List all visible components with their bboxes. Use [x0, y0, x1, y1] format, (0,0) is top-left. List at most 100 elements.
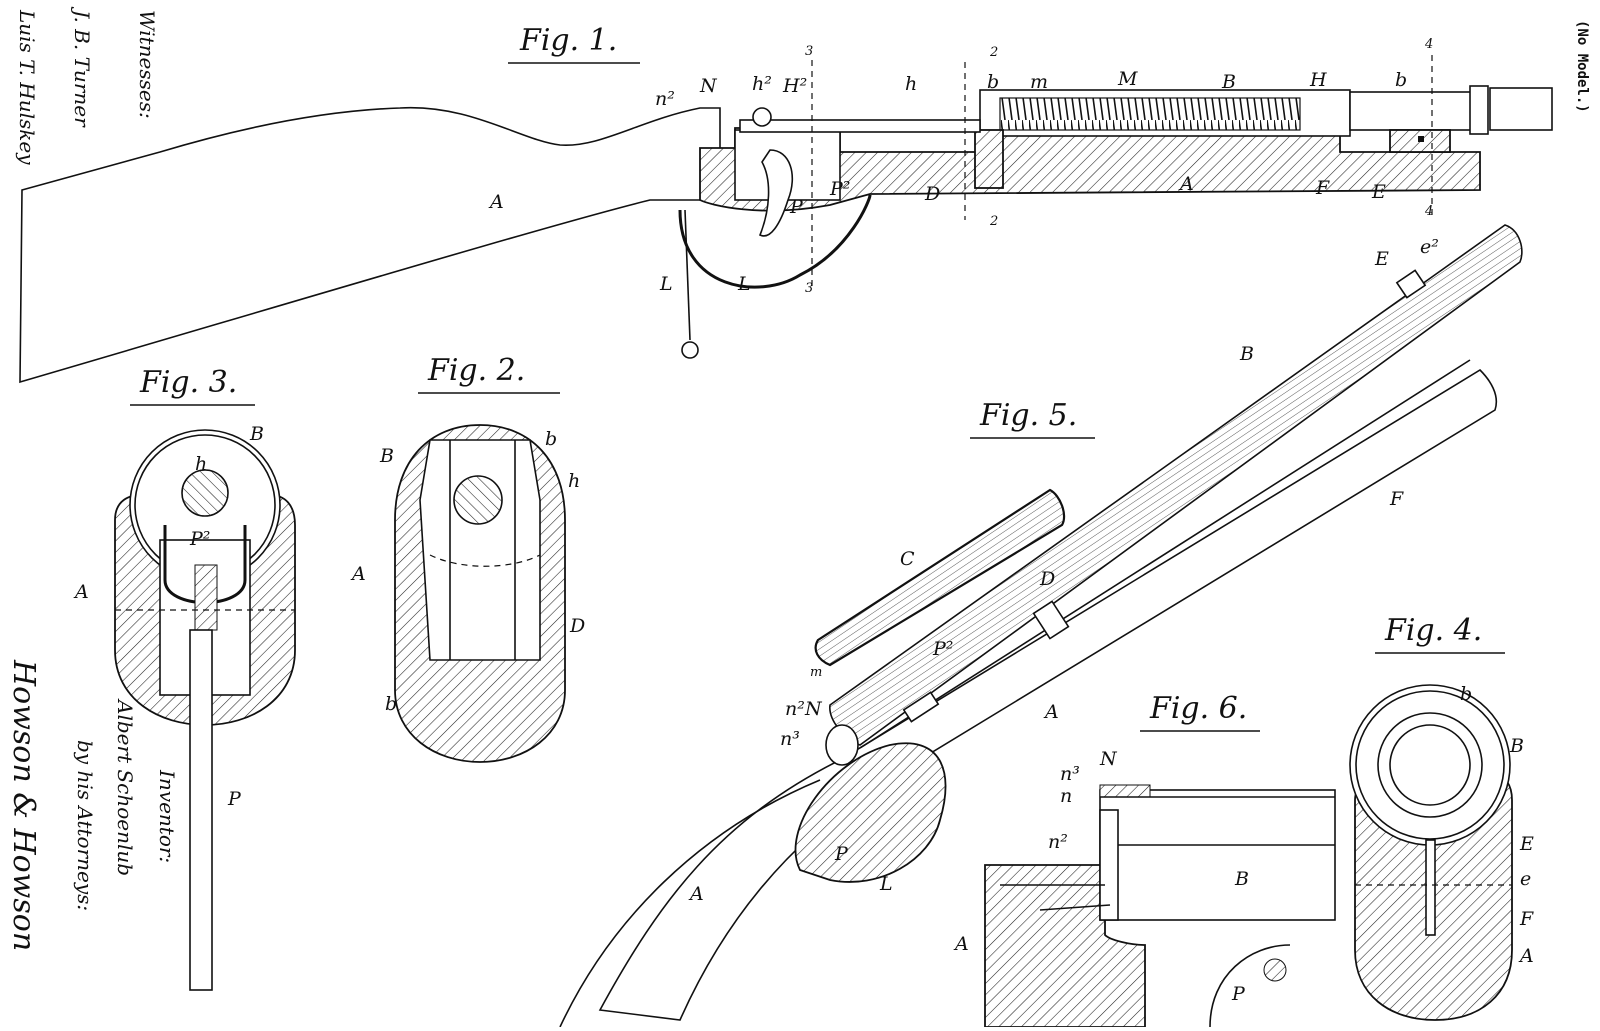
reference-label: m: [1030, 71, 1048, 93]
reference-label: A: [488, 191, 504, 213]
reference-label: F: [1519, 908, 1534, 930]
reference-label: E: [1374, 248, 1389, 270]
reference-label: N: [1099, 748, 1118, 770]
reference-label: B: [249, 423, 264, 445]
reference-label: P: [834, 843, 849, 865]
reference-label: P²: [829, 178, 850, 200]
reference-label: P: [1231, 983, 1246, 1005]
reference-label: L: [659, 273, 673, 295]
reference-label: B: [1234, 868, 1249, 890]
reference-label: P: [227, 788, 242, 810]
figure-2: Fig. 2. B b h A D b: [350, 353, 585, 762]
attorneys-line: by his Attorneys:: [73, 740, 97, 911]
reference-label: 3: [805, 281, 813, 296]
reference-label: B: [1221, 71, 1236, 93]
reference-label: e: [1520, 868, 1531, 890]
reference-label: N: [699, 75, 718, 97]
fig2-rod-h: [454, 476, 502, 524]
lanyard-l: [685, 210, 690, 340]
fig4-title: Fig. 4.: [1384, 613, 1482, 648]
plunger-rod-h: [740, 120, 980, 132]
reference-label: P²: [189, 528, 210, 550]
reference-label: A: [1518, 945, 1534, 967]
reference-label: n²: [1048, 831, 1068, 853]
reference-label: A: [688, 883, 704, 905]
reference-label: 3: [805, 44, 813, 59]
reference-label: F: [1389, 488, 1404, 510]
reference-label: n³: [1060, 763, 1080, 785]
fig3-title: Fig. 3.: [139, 365, 237, 400]
reference-label: L: [879, 873, 893, 895]
fig1-title: Fig. 1.: [519, 23, 617, 58]
witness-signature-1: J. B. Turner: [70, 6, 94, 128]
fig4-barrel-b: [1350, 685, 1510, 845]
reference-label: 2: [989, 214, 998, 229]
fig6-barrel-b: [1100, 790, 1335, 920]
reference-label: 2: [989, 45, 998, 60]
reference-label: A: [1043, 701, 1059, 723]
reference-label: n²: [655, 88, 675, 110]
reference-label: m: [810, 665, 822, 680]
reference-label: b: [545, 428, 557, 450]
figure-3: Fig. 3. B h P² A P: [73, 365, 295, 990]
reference-label: h: [195, 453, 207, 475]
fig3-rod-h: [182, 470, 228, 516]
figure-4: Fig. 4. b B E e F A: [1350, 613, 1534, 1020]
reference-label: h: [905, 73, 917, 95]
reference-label: F: [1315, 177, 1330, 199]
reference-label: B: [379, 445, 394, 467]
figure-6: Fig. 6. N n³ n n² B A P: [953, 691, 1335, 1027]
reference-label: b: [987, 71, 999, 93]
reference-label: D: [924, 183, 940, 205]
inventor-name: Albert Schoenlub: [113, 698, 137, 876]
fig6-title: Fig. 6.: [1149, 691, 1247, 726]
reference-label: b: [1395, 69, 1407, 91]
fig4-slot-f: [1426, 840, 1435, 935]
reference-label: D: [1039, 568, 1055, 590]
reference-label: B: [1509, 735, 1524, 757]
reference-label: H²: [782, 75, 807, 97]
reference-label: h: [568, 470, 580, 492]
corner-note: (No Model.): [1574, 20, 1590, 113]
gun-stock: [20, 108, 720, 382]
reference-label: n²: [785, 698, 805, 720]
inventor-heading: Inventor:: [155, 769, 179, 863]
reference-label: P²: [932, 638, 953, 660]
reference-label: A: [1178, 173, 1194, 195]
reference-label: A: [953, 933, 969, 955]
reference-label: H: [1309, 69, 1327, 91]
breech-block-d: [975, 130, 1003, 188]
fig2-title: Fig. 2.: [427, 353, 525, 388]
reference-label: L: [737, 273, 751, 295]
reference-label: C: [900, 548, 915, 570]
reference-label: E: [1371, 181, 1386, 203]
fig5-title: Fig. 5.: [979, 398, 1077, 433]
fig5-barrel-b: [830, 225, 1522, 745]
reference-label: b: [1460, 683, 1472, 705]
reference-label: B: [1239, 343, 1254, 365]
reference-label: A: [350, 563, 366, 585]
reference-label: A: [73, 581, 89, 603]
attorney-signature: Howson & Howson: [6, 659, 41, 951]
fig5-nozzle-n: [826, 725, 858, 765]
reference-label: P: [789, 196, 804, 218]
spring-m: [1000, 98, 1300, 130]
reference-label: E: [1519, 833, 1534, 855]
nozzle-n: [753, 108, 771, 126]
reference-label: D: [569, 615, 585, 637]
reference-label: h²: [752, 73, 772, 95]
fig3-rod-p: [190, 630, 212, 990]
reference-label: 4: [1424, 204, 1433, 219]
reference-label: n: [1060, 785, 1072, 807]
witness-signature-2: Luis T. Hulskey: [15, 9, 39, 165]
reference-label: e²: [1420, 236, 1439, 258]
witnesses-heading: Witnesses:: [135, 10, 159, 119]
reference-label: N: [804, 698, 823, 720]
reference-label: M: [1117, 68, 1138, 90]
witnesses-block: Witnesses: J. B. Turner Luis T. Hulskey: [15, 6, 159, 165]
reference-label: n³: [780, 728, 800, 750]
reference-label: 4: [1424, 37, 1433, 52]
figure-1: Fig. 1. n² N: [20, 23, 1552, 382]
